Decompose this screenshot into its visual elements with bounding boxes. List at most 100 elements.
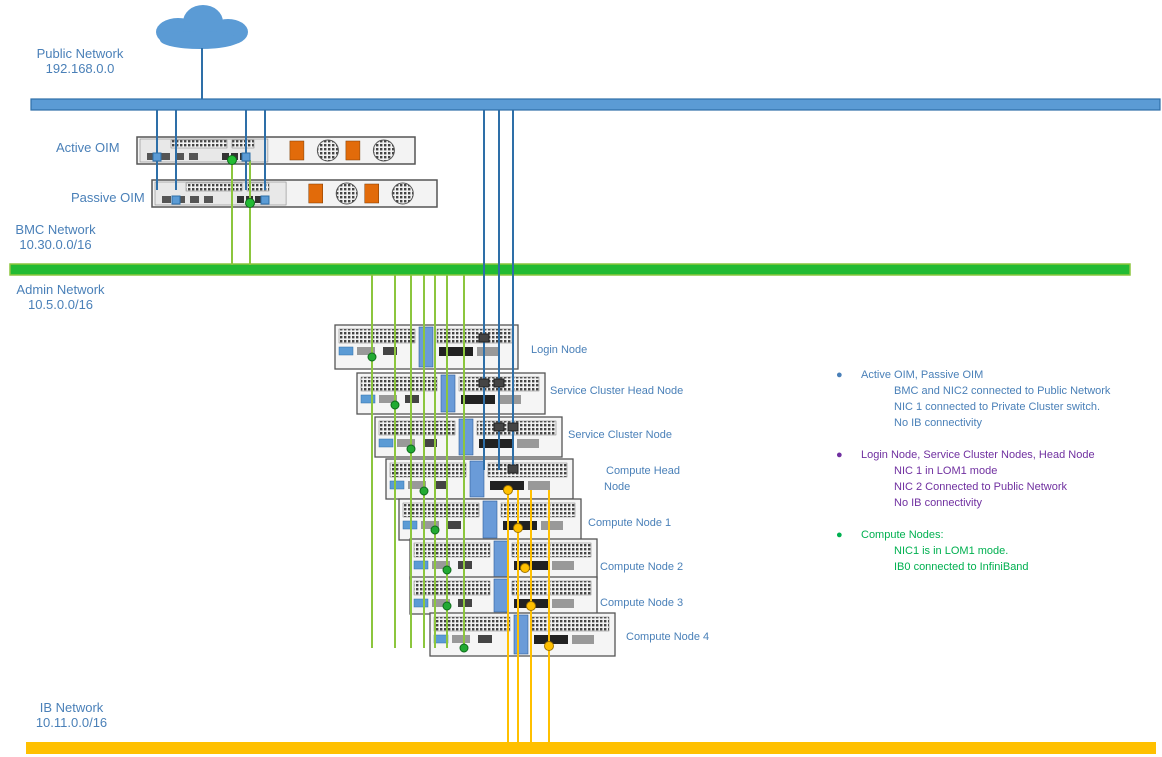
compute-head-label-line2: Node bbox=[604, 481, 631, 493]
legend-login-line: NIC 1 in LOM1 mode bbox=[894, 465, 998, 477]
cluster-nodes bbox=[334, 324, 616, 657]
vent-grill bbox=[378, 420, 456, 436]
compute-node-4-server bbox=[429, 612, 616, 657]
io-slot bbox=[528, 481, 550, 490]
usb-port bbox=[389, 480, 405, 490]
cables bbox=[152, 110, 554, 743]
admin-port-dot bbox=[442, 565, 452, 575]
legend-compute-line: NIC1 is in LOM1 mode. bbox=[894, 545, 1009, 557]
admin-port-dot bbox=[227, 155, 237, 165]
legend-login-line: NIC 2 Connected to Public Network bbox=[894, 481, 1068, 493]
compute-node-2-server bbox=[409, 538, 598, 580]
legend-group-compute: ● Compute Nodes: NIC1 is in LOM1 mode. I… bbox=[836, 527, 1156, 575]
admin-port-dot bbox=[430, 525, 440, 535]
ethernet-port bbox=[447, 521, 461, 529]
ib-port-dot bbox=[526, 601, 536, 611]
admin-port-dot bbox=[406, 444, 416, 454]
port bbox=[452, 635, 470, 643]
legend-compute-title: ● Compute Nodes: bbox=[836, 529, 944, 541]
admin-port-dot bbox=[367, 352, 377, 362]
admin-port-dot bbox=[390, 400, 400, 410]
service-node-server bbox=[374, 416, 563, 458]
ib-network-bar bbox=[26, 742, 1156, 754]
compute-node-4-label: Compute Node 4 bbox=[626, 631, 710, 643]
login-node-server bbox=[334, 324, 519, 370]
compute-head-node-server bbox=[385, 458, 574, 500]
port bbox=[357, 347, 375, 355]
oim-servers bbox=[136, 136, 438, 208]
port bbox=[421, 521, 439, 529]
port bbox=[408, 481, 426, 489]
compute-head-label-line1: Compute Head bbox=[606, 465, 680, 477]
ib-port-dot bbox=[513, 523, 523, 533]
legend-compute-line: IB0 connected to InfiniBand bbox=[894, 561, 1029, 573]
public-port bbox=[478, 378, 490, 388]
io-slot bbox=[499, 395, 521, 404]
legend-oim-line: BMC and NIC2 connected to Public Network bbox=[894, 385, 1111, 397]
power-supply bbox=[364, 183, 379, 204]
port bbox=[175, 153, 184, 160]
io-slot bbox=[552, 561, 574, 570]
vent-grill bbox=[231, 139, 255, 149]
blade-handle bbox=[493, 540, 509, 578]
blade-handle bbox=[513, 614, 529, 655]
legend-login-line: No IB connectivity bbox=[894, 497, 983, 509]
blade-handle bbox=[469, 460, 485, 498]
compute-node-2-label: Compute Node 2 bbox=[600, 561, 684, 573]
usb-port bbox=[360, 394, 376, 404]
public-network-bar bbox=[30, 98, 1161, 111]
public-port bbox=[171, 195, 181, 205]
io-slot bbox=[461, 395, 495, 404]
port bbox=[147, 153, 156, 160]
io-slot bbox=[439, 347, 473, 356]
blade-handle bbox=[458, 418, 474, 456]
power-supply bbox=[345, 140, 361, 161]
vent-grill bbox=[338, 328, 416, 344]
ethernet-port bbox=[478, 635, 492, 643]
ethernet-port bbox=[237, 196, 244, 203]
port bbox=[161, 153, 170, 160]
usb-port bbox=[338, 346, 354, 356]
port bbox=[432, 599, 450, 607]
io-slot bbox=[517, 439, 539, 448]
usb-port bbox=[413, 598, 429, 608]
active-oim-label: Active OIM bbox=[56, 140, 120, 155]
vent-grill bbox=[360, 376, 438, 392]
fan-icon bbox=[372, 139, 395, 162]
ib-port-dot bbox=[544, 641, 554, 651]
usb-port bbox=[413, 560, 429, 570]
vent-grill bbox=[170, 139, 228, 149]
io-slot bbox=[572, 635, 594, 644]
io-slot bbox=[534, 635, 568, 644]
blade-handle bbox=[482, 500, 498, 539]
service-head-node-server bbox=[356, 372, 546, 415]
service-node-label: Service Cluster Node bbox=[568, 429, 672, 441]
legend: ● Active OIM, Passive OIM BMC and NIC2 c… bbox=[836, 367, 1156, 591]
vent-grill bbox=[433, 616, 511, 632]
public-port bbox=[152, 152, 162, 162]
ethernet-port bbox=[255, 196, 262, 203]
admin-port-dot bbox=[245, 198, 255, 208]
login-node-label: Login Node bbox=[531, 344, 588, 356]
public-port bbox=[478, 333, 490, 343]
power-supply bbox=[308, 183, 323, 204]
vent-grill bbox=[511, 542, 592, 558]
legend-oim-line: No IB connectivity bbox=[894, 417, 983, 429]
legend-group-login-service: ● Login Node, Service Cluster Nodes, Hea… bbox=[836, 447, 1156, 511]
port bbox=[190, 196, 199, 203]
usb-port bbox=[378, 438, 394, 448]
admin-port-dot bbox=[442, 601, 452, 611]
port bbox=[204, 196, 213, 203]
legend-oim-title: ● Active OIM, Passive OIM bbox=[836, 369, 984, 381]
fan-icon bbox=[391, 182, 414, 205]
legend-group-oim: ● Active OIM, Passive OIM BMC and NIC2 c… bbox=[836, 367, 1156, 431]
admin-port-dot bbox=[419, 486, 429, 496]
public-port bbox=[260, 195, 270, 205]
fan-icon bbox=[316, 139, 339, 162]
public-port bbox=[507, 422, 519, 432]
